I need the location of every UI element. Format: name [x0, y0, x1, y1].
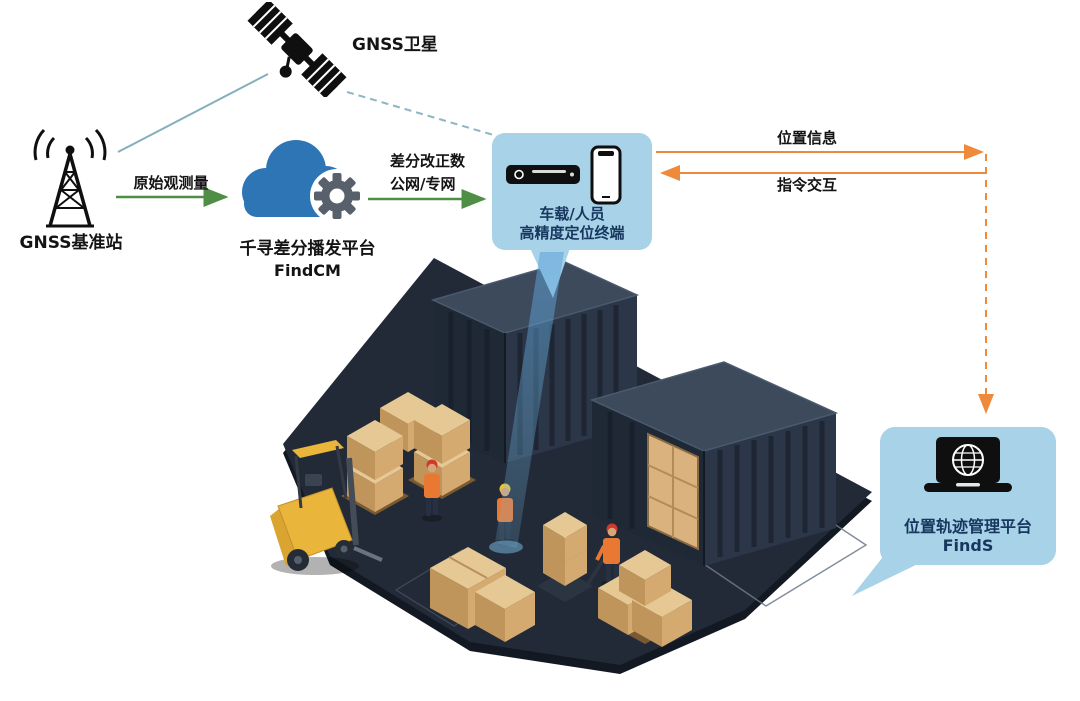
terminal-title: 车载/人员	[539, 205, 605, 223]
base-station-label: GNSS基准站	[19, 233, 123, 253]
correction-label-line1: 差分改正数	[390, 152, 466, 170]
platform-floor	[283, 258, 872, 665]
gear-icon	[314, 173, 360, 219]
positioning-beam	[495, 252, 564, 548]
management-platform-title: 位置轨迹管理平台	[903, 517, 1032, 536]
shipping-container-open	[589, 361, 839, 566]
cloud-platform-subtitle: FindCM	[274, 261, 341, 280]
pallet-boxes	[430, 547, 535, 642]
cloud-icon	[242, 140, 364, 223]
command-label: 指令交互	[776, 176, 837, 194]
cloud-platform-title: 千寻差分播发平台	[239, 239, 376, 259]
terminal-node: 车载/人员 高精度定位终端	[492, 133, 652, 250]
warehouse-worker	[422, 459, 442, 522]
edge-satellite-to-base	[117, 73, 269, 153]
correction-label-line2: 公网/专网	[390, 175, 456, 193]
terminal-subtitle: 高精度定位终端	[519, 224, 625, 242]
position-info-label: 位置信息	[776, 129, 837, 147]
smartphone-icon	[590, 145, 622, 205]
laptop-globe-icon	[924, 437, 1012, 492]
pallet-boxes	[341, 392, 476, 515]
satellite-icon	[247, 2, 347, 97]
pallet-jack	[537, 512, 605, 602]
pallet-boxes	[598, 550, 692, 647]
management-platform-node: 位置轨迹管理平台 FindS	[880, 427, 1056, 565]
positioning-beam-spot	[489, 540, 523, 554]
globe-icon	[952, 444, 984, 476]
raw-observation-label: 原始观测量	[133, 174, 209, 192]
receiver-box-icon	[506, 165, 580, 184]
management-platform-subtitle: FindS	[942, 536, 994, 555]
satellite-label: GNSS卫星	[352, 35, 438, 55]
forklift	[270, 440, 383, 575]
edge-satellite-to-terminal	[346, 91, 498, 137]
antenna-tower-icon	[33, 128, 107, 228]
